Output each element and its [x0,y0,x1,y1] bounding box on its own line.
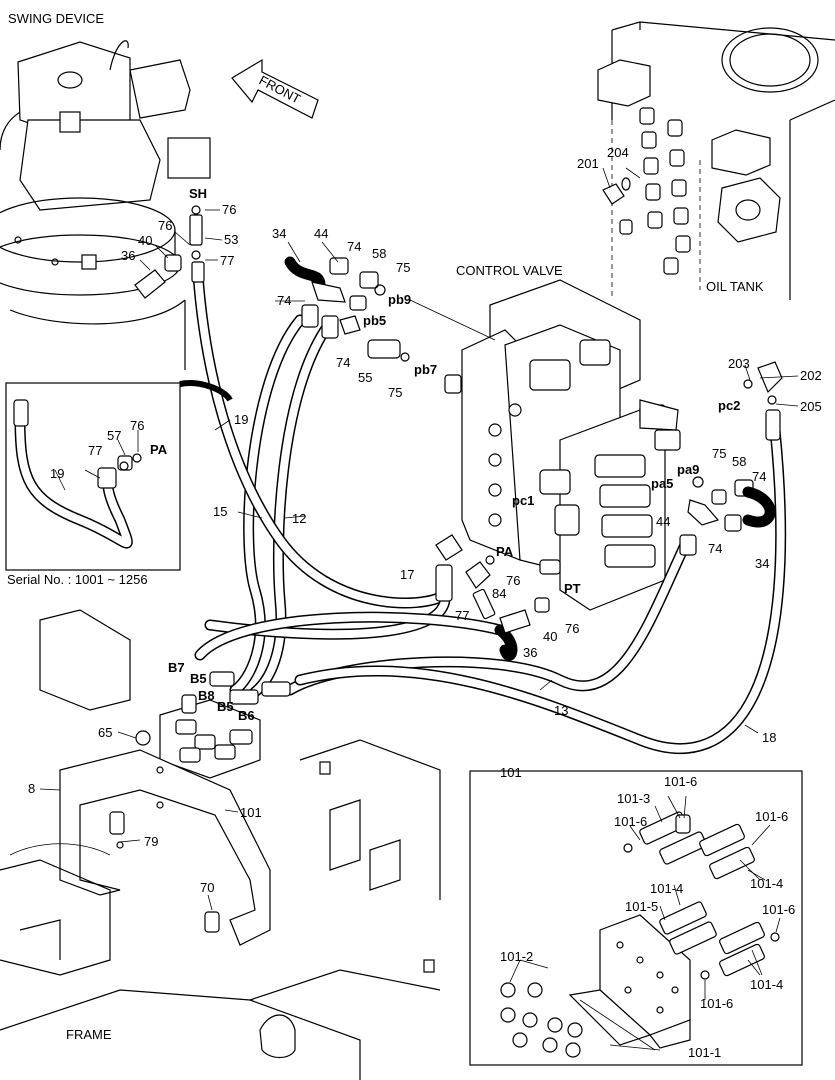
port-label: pb7 [414,362,437,377]
part-number: 17 [400,567,414,582]
port-label: pb5 [363,313,386,328]
part-number: 44 [314,226,328,241]
part-number: 76 [506,573,520,588]
part-number: 101-6 [614,814,647,829]
part-number: 101-6 [664,774,697,789]
part-number: 77 [220,253,234,268]
part-number: 75 [712,446,726,461]
part-number: 101-3 [617,791,650,806]
part-number: 101-2 [500,949,533,964]
serial-number: Serial No. : 1001 ~ 1256 [7,572,148,587]
swing-fittings [134,205,205,299]
part-number: 70 [200,880,214,895]
part-number: 101-1 [688,1045,721,1060]
port-label: pc2 [718,398,740,413]
part-number: 74 [347,239,361,254]
part-number: 205 [800,399,822,414]
part-number: 34 [755,556,769,571]
part-number: 74 [277,293,291,308]
part-number: 76 [222,202,236,217]
part-number: 58 [372,246,386,261]
port-label: PA [496,544,514,559]
part-number: 12 [292,511,306,526]
part-number: 40 [543,629,557,644]
part-number: 19 [50,466,64,481]
control-valve [444,279,681,611]
part-number: 203 [728,356,750,371]
part-number: 65 [98,725,112,740]
labels: SWING DEVICE FRONT CONTROL VALVE OIL TAN… [7,11,822,1060]
mid-fittings [435,534,550,634]
frame [0,609,441,1080]
part-number: 75 [396,260,410,275]
part-number: 57 [107,428,121,443]
part-number: 101-6 [762,902,795,917]
part-number: 36 [121,248,135,263]
part-number: 77 [455,608,469,623]
front-arrow [231,58,319,119]
part-number: 77 [88,443,102,458]
part-number: 74 [336,355,350,370]
oil-tank [597,21,835,300]
part-number: 101-4 [750,876,783,891]
swing-device [0,40,211,370]
control-valve-title: CONTROL VALVE [456,263,563,278]
port-label: pc1 [512,493,534,508]
serial-inset [5,380,233,571]
part-number: 18 [762,730,776,745]
part-number: 79 [144,834,158,849]
part-number: 44 [656,514,670,529]
block-101-inset [469,770,803,1066]
port-label: B6 [238,708,255,723]
part-number: 204 [607,145,629,160]
swing-device-title: SWING DEVICE [8,11,104,26]
part-number: 101-4 [650,881,683,896]
part-number: 55 [358,370,372,385]
part-number: 101-4 [750,977,783,992]
part-number: 34 [272,226,286,241]
part-number: 58 [732,454,746,469]
part-number: 53 [224,232,238,247]
part-number: 101 [240,805,262,820]
part-number: 19 [234,412,248,427]
part-number: 76 [565,621,579,636]
leader-lines [39,167,799,1051]
port-label: B8 [198,688,215,703]
part-number: 15 [213,504,227,519]
part-number: 101-6 [755,809,788,824]
part-number: 201 [577,156,599,171]
port-label: pa9 [677,462,699,477]
port-label: B5 [190,671,207,686]
part-number: 74 [752,469,766,484]
part-number: 101-5 [625,899,658,914]
part-number: 76 [130,418,144,433]
part-number: 76 [158,218,172,233]
port-label: pb9 [388,292,411,307]
part-number: 202 [800,368,822,383]
part-number: 84 [492,586,506,601]
part-number: 8 [28,781,35,796]
hoses [192,269,787,755]
port-label: B5 [217,699,234,714]
port-label: PA [150,442,168,457]
port-label: SH [189,186,207,201]
top-fittings [284,256,410,362]
part-number: 13 [554,703,568,718]
oil-tank-title: OIL TANK [706,279,764,294]
part-number: 74 [708,541,722,556]
right-fittings [639,361,783,556]
part-number: 101-6 [700,996,733,1011]
port-label: pa5 [651,476,673,491]
part-number: 75 [388,385,402,400]
part-number: 36 [523,645,537,660]
port-label: PT [564,581,581,596]
frame-title: FRAME [66,1027,112,1042]
part-number: 101 [500,765,522,780]
port-label: B7 [168,660,185,675]
part-number: 40 [138,233,152,248]
